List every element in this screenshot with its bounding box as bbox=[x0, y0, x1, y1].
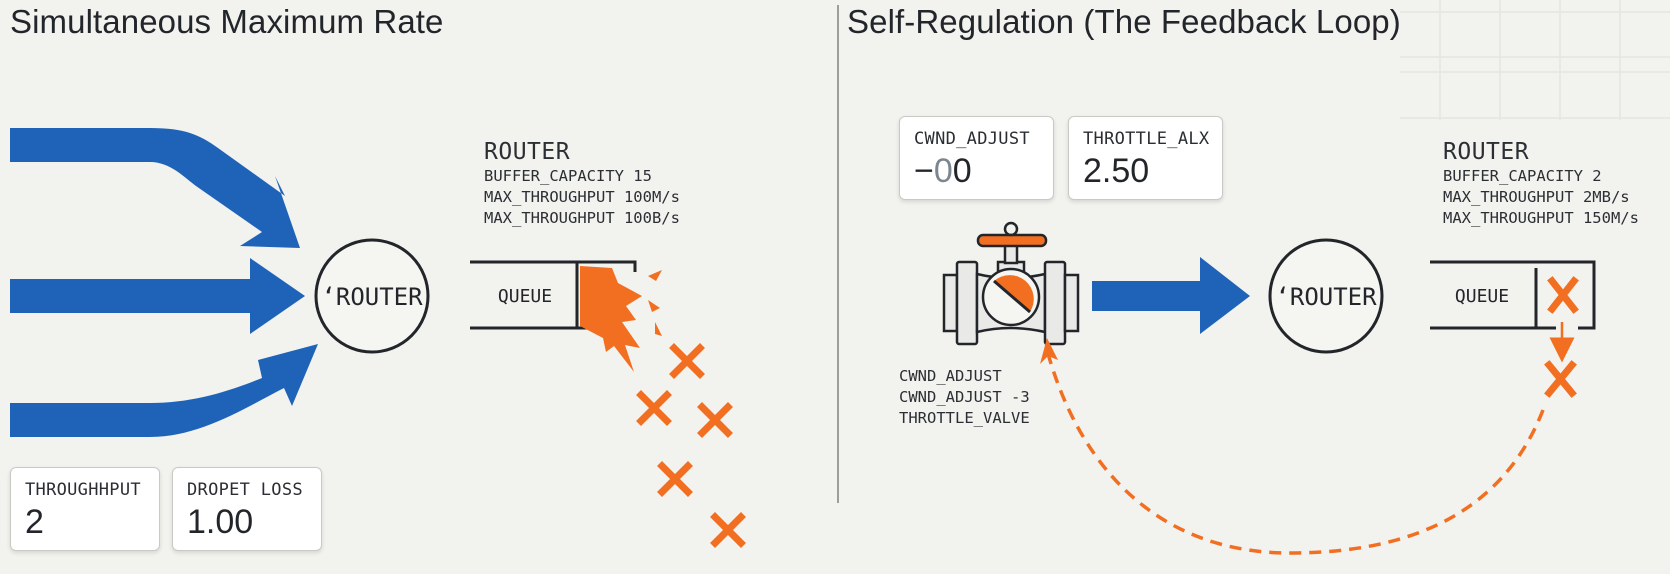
metric-value: 2.50 bbox=[1083, 152, 1150, 190]
incoming-flow-arrows bbox=[10, 128, 318, 437]
router-spec-line: MAX_THROUGHPUT 2MB/s bbox=[1443, 188, 1630, 206]
right-panel-title: Self-Regulation (The Feedback Loop) bbox=[847, 3, 1401, 40]
router-spec-line: BUFFER_CAPACITY 2 bbox=[1443, 167, 1602, 185]
router-spec-line: MAX_THROUGHPUT 100M/s bbox=[484, 188, 680, 206]
router-spec-block: ROUTER BUFFER_CAPACITY 15 MAX_THROUGHPUT… bbox=[484, 138, 680, 229]
router-spec-block: ROUTER BUFFER_CAPACITY 2 MAX_THROUGHPUT … bbox=[1443, 138, 1639, 229]
metric-value: 2 bbox=[25, 503, 44, 541]
valve-note-line: CWND_ADJUST bbox=[899, 367, 1002, 385]
dropped-packet-icon bbox=[1547, 276, 1579, 314]
arrow-right-icon bbox=[10, 344, 318, 437]
router-spec-title: ROUTER bbox=[1443, 139, 1530, 165]
dropped-packets bbox=[636, 343, 746, 548]
background-grid bbox=[1400, 0, 1670, 120]
arrow-right-icon bbox=[1092, 257, 1250, 334]
router-node-label: ‘ROUTER bbox=[1275, 283, 1377, 311]
dropped-packet-icon bbox=[657, 461, 693, 497]
feedback-loop-path bbox=[1045, 349, 1545, 555]
dropped-packet-icon bbox=[669, 343, 705, 379]
router-node-label: ‘ROUTER bbox=[321, 283, 423, 311]
metric-value-digit: 0 bbox=[952, 152, 972, 190]
metric-value: −00 bbox=[914, 153, 1039, 189]
splash-icon bbox=[580, 266, 662, 372]
valve-notes: CWND_ADJUST CWND_ADJUST -3 THROTTLE_VALV… bbox=[899, 366, 1030, 429]
arrow-right-icon bbox=[10, 258, 305, 334]
metric-card-cwnd-adjust: CWND_ADJUST −00 bbox=[899, 116, 1054, 200]
dropped-packet-icon bbox=[697, 402, 733, 438]
metric-value-sign: − bbox=[914, 152, 934, 190]
panel-divider bbox=[837, 5, 839, 503]
feedback-arrowhead-icon bbox=[1040, 338, 1058, 364]
dropped-packet-icon bbox=[636, 390, 672, 426]
queue-buffer bbox=[1430, 260, 1596, 330]
dropped-packets bbox=[1544, 276, 1579, 398]
valve-note-line: THROTTLE_VALVE bbox=[899, 409, 1030, 427]
queue-buffer bbox=[470, 260, 637, 330]
left-panel-title: Simultaneous Maximum Rate bbox=[10, 3, 444, 40]
metric-card-throttle: THROTTLE_ALX 2.50 bbox=[1068, 116, 1223, 200]
dropped-packet-icon bbox=[1544, 360, 1577, 398]
metric-card-throughput: THROUGHHPUT 2 bbox=[10, 467, 160, 551]
metric-value-dim-digit: 0 bbox=[933, 152, 953, 190]
metric-label: THROUGHHPUT bbox=[25, 480, 141, 500]
metric-card-drop-loss: DROPET LOSS 1.00 bbox=[172, 467, 322, 551]
router-spec-title: ROUTER bbox=[484, 139, 571, 165]
arrow-right-icon bbox=[10, 128, 300, 248]
valve-note-line: CWND_ADJUST -3 bbox=[899, 388, 1030, 406]
metric-label: DROPET LOSS bbox=[187, 480, 303, 500]
queue-label: QUEUE bbox=[498, 286, 552, 307]
dropped-packet-icon bbox=[710, 512, 746, 548]
router-node bbox=[1268, 238, 1384, 354]
queue-label: QUEUE bbox=[1455, 286, 1509, 307]
throttle-valve-icon bbox=[942, 221, 1080, 346]
metric-label: THROTTLE_ALX bbox=[1083, 129, 1210, 149]
router-spec-line: BUFFER_CAPACITY 15 bbox=[484, 167, 652, 185]
router-node bbox=[314, 238, 430, 354]
metric-value: 1.00 bbox=[187, 503, 254, 541]
router-spec-line: MAX_THROUGHPUT 150M/s bbox=[1443, 209, 1639, 227]
metric-label: CWND_ADJUST bbox=[914, 129, 1030, 149]
router-spec-line: MAX_THROUGHPUT 100B/s bbox=[484, 209, 680, 227]
